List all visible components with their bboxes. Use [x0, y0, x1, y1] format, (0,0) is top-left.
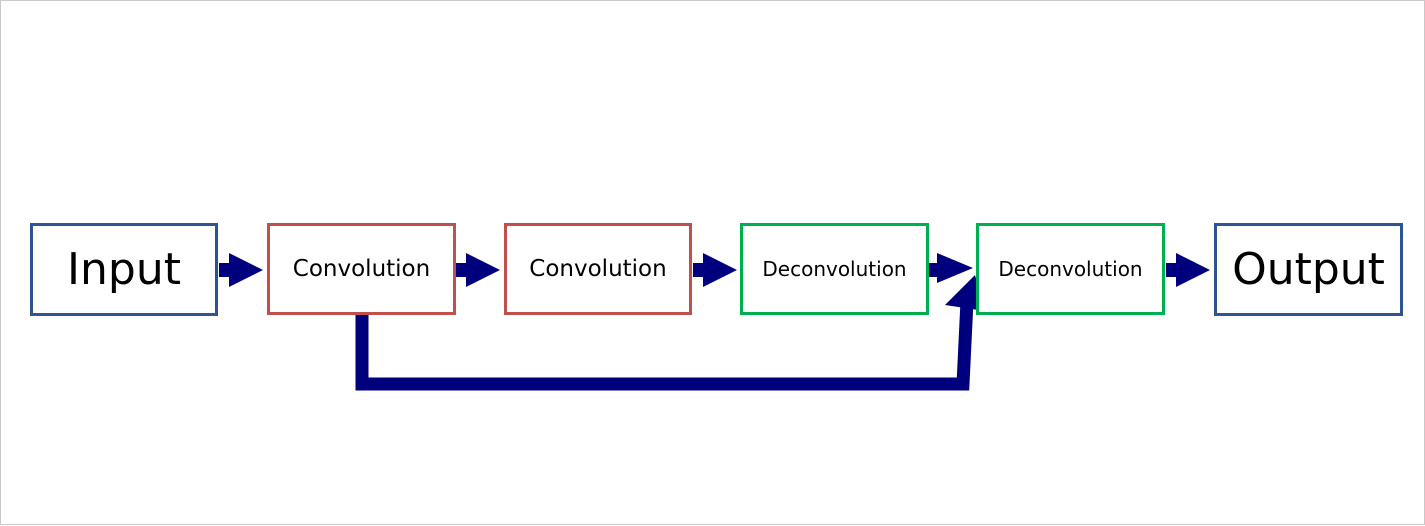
node-convolution-2: Convolution: [504, 223, 692, 315]
node-convolution-2-label: Convolution: [529, 256, 667, 282]
node-output: Output: [1214, 223, 1403, 316]
edge-conv2-deconv1: [693, 253, 737, 287]
node-deconvolution-1: Deconvolution: [740, 223, 929, 315]
node-input-label: Input: [67, 244, 181, 295]
node-input: Input: [30, 223, 218, 316]
edge-deconv1-deconv2: [929, 253, 973, 283]
node-convolution-1-label: Convolution: [292, 256, 431, 282]
node-deconvolution-2-label: Deconvolution: [998, 257, 1143, 281]
node-deconvolution-1-label: Deconvolution: [762, 257, 907, 281]
edge-input-conv1: [219, 253, 263, 287]
node-output-label: Output: [1232, 244, 1385, 295]
node-deconvolution-2: Deconvolution: [976, 223, 1165, 315]
node-convolution-1: Convolution: [267, 223, 456, 315]
edge-deconv2-output: [1166, 253, 1210, 287]
edge-conv1-conv2: [456, 253, 500, 287]
edge-skip-connection: [355, 275, 985, 391]
